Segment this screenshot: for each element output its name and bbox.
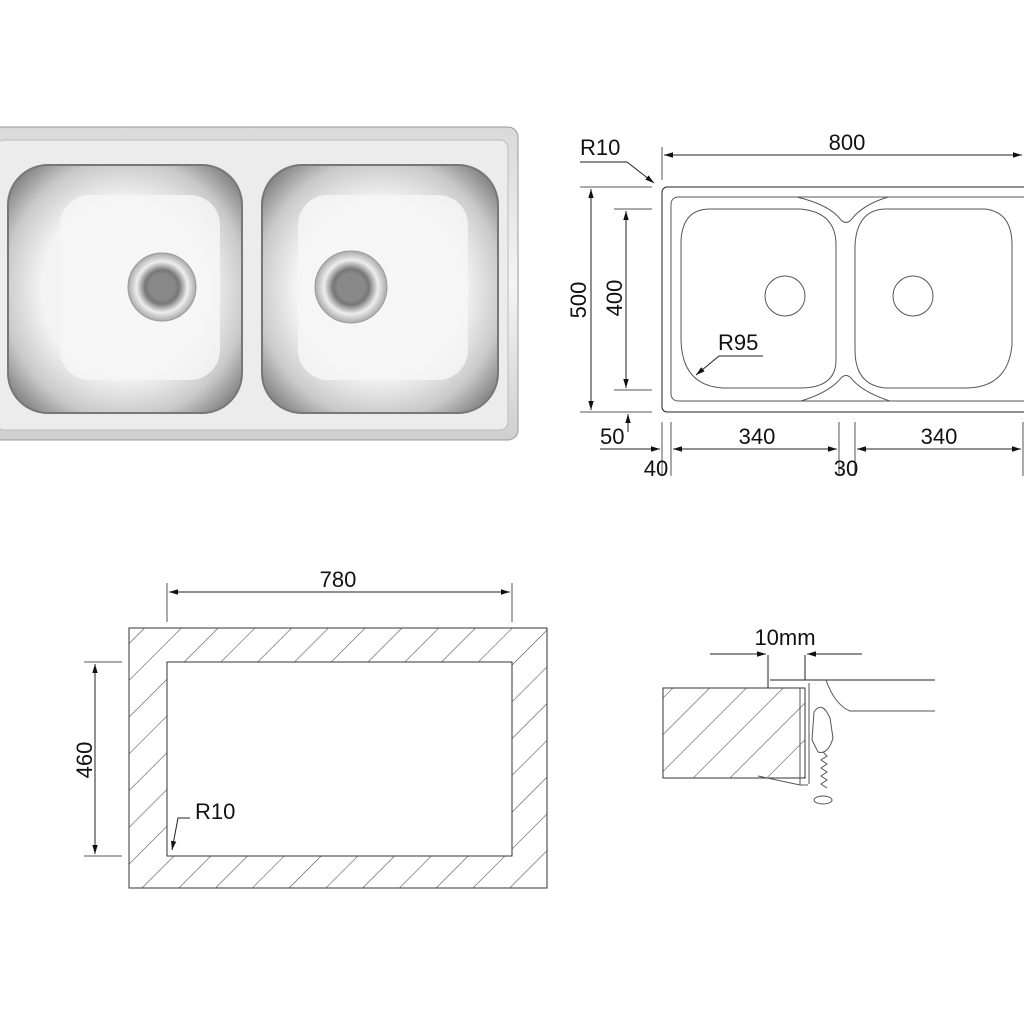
dim-bowl-depth: 400: [602, 280, 627, 317]
dim-overall-width: 800: [829, 130, 866, 155]
dim-overlap: 10mm: [754, 625, 815, 650]
dim-bowl-width-right: 340: [921, 424, 958, 449]
dim-corner-radius: R10: [580, 135, 620, 160]
dim-bowl-radius: R95: [718, 330, 758, 355]
cutout-drawing: 780 460 R10: [72, 567, 548, 889]
dim-cutout-width: 780: [320, 567, 357, 592]
section-drawing: 10mm: [662, 625, 935, 805]
dim-side-margin: 40: [644, 456, 668, 481]
sink-photo: [0, 126, 519, 441]
dim-divider: 30: [834, 456, 858, 481]
dim-cutout-radius: R10: [195, 799, 235, 824]
dim-bowl-width-left: 340: [739, 424, 776, 449]
top-view-drawing: 800 R10 500 400 R95 50 340 340 40 30: [566, 130, 1024, 481]
dim-overall-depth: 500: [566, 282, 591, 319]
dim-front-margin: 50: [600, 424, 624, 449]
dim-cutout-depth: 460: [72, 742, 97, 779]
